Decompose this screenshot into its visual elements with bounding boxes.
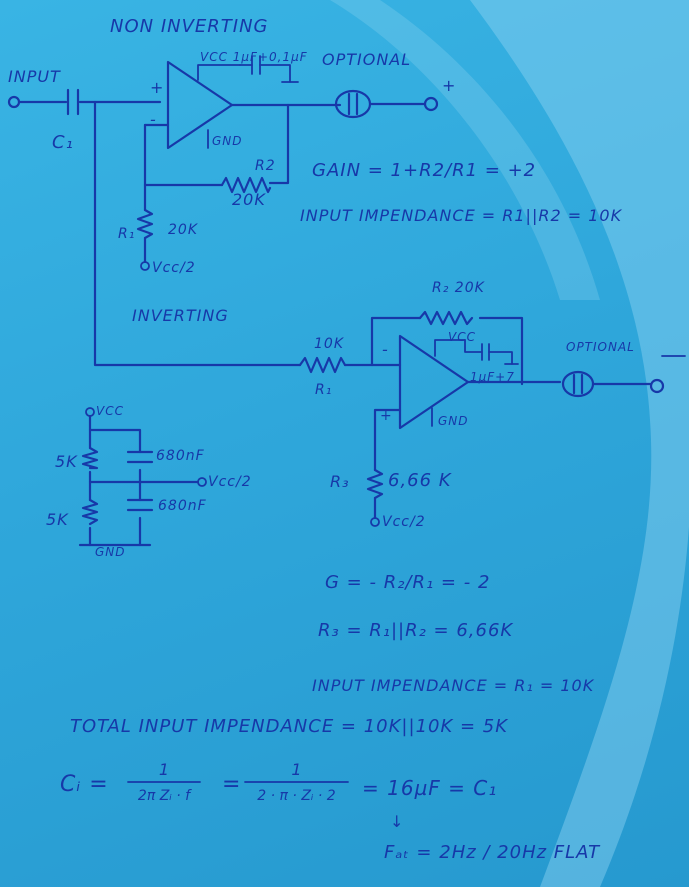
divider-gnd-label: GND <box>95 545 126 559</box>
divider-5k-bottom: 5K <box>46 510 69 529</box>
frac2-numerator: 1 <box>291 760 302 779</box>
gnd-inverting-label: GND <box>438 414 469 428</box>
title-inverting: INVERTING <box>132 306 229 325</box>
total-impedance-formula: TOTAL INPUT IMPENDANCE = 10K||10K = 5K <box>70 716 509 737</box>
divider-vcc-label: VCC <box>96 404 124 418</box>
optional-top-label: OPTIONAL <box>322 50 412 69</box>
output-cap-top <box>334 89 439 119</box>
divider-output-label: Vcc/2 <box>208 474 252 490</box>
vcc2-inverting-label: Vcc/2 <box>382 514 426 530</box>
opamp-inverting <box>398 334 470 430</box>
ci-result: = 16µF = C₁ <box>362 776 498 800</box>
frac1-denominator: 2π Zᵢ · f <box>137 788 191 804</box>
feedback-wiring-inverting <box>370 316 562 472</box>
ci-lhs: Cᵢ = <box>60 772 109 797</box>
gnd-top-label: GND <box>212 134 243 148</box>
vcc-inverting-label: VCC <box>448 330 476 344</box>
r2-inverting-label: R₂ 20K <box>432 280 485 296</box>
r1-inverting-value: 10K <box>314 336 344 352</box>
optional-inverting-label: OPTIONAL <box>566 340 635 354</box>
r2-top-value: 20K <box>232 190 266 209</box>
r1-top-value: 20K <box>168 222 198 238</box>
impedance-noninv-formula: INPUT IMPENDANCE = R1||R2 = 10K <box>300 206 623 225</box>
decoupling-cap-inverting <box>464 339 519 365</box>
vcc2-top-label: Vcc/2 <box>152 260 196 276</box>
output-plus-label: + <box>442 76 457 95</box>
equals-sign: = <box>222 772 242 797</box>
feedback-wiring-top <box>143 64 342 187</box>
capacitor-c1 <box>66 88 80 116</box>
r1-top-label: R₁ <box>118 226 136 242</box>
divider-resistor-bottom <box>81 498 99 526</box>
vcc-cap-top-label: VCC 1µF+0,1µF <box>200 50 308 64</box>
opamp-noninverting <box>166 60 234 150</box>
r3-value: 6,66 K <box>388 470 452 491</box>
resistor-r2-inverting <box>418 310 474 326</box>
gain-inverting-formula: G = - R₂/R₁ = - 2 <box>325 572 491 593</box>
divider-wiring <box>78 407 207 547</box>
r3-label: R₃ <box>330 472 350 491</box>
impedance-inverting-formula: INPUT IMPENDANCE = R₁ = 10K <box>312 676 595 695</box>
r1-inverting-label: R₁ <box>315 382 333 398</box>
frac2-denominator: 2 · π · Zᵢ · 2 <box>257 788 336 804</box>
down-arrow: ↓ <box>390 812 405 831</box>
divider-cap-top <box>126 450 154 464</box>
noninv-plus-pin: + <box>150 78 165 97</box>
noninv-minus-pin: - <box>150 110 157 129</box>
r2-top-label: R2 <box>255 158 276 174</box>
divider-cap-top-label: 680nF <box>156 448 205 464</box>
divider-resistor-top <box>81 446 99 470</box>
divider-cap-bottom <box>126 498 154 512</box>
frac1-numerator: 1 <box>158 760 170 779</box>
divider-5k-top: 5K <box>55 452 78 471</box>
title-noninverting: NON INVERTING <box>110 16 269 37</box>
gain-noninv-formula: GAIN = 1+R2/R1 = +2 <box>312 160 537 181</box>
output-cap-inverting <box>561 355 686 398</box>
decoupling-cap-top <box>239 55 299 83</box>
resistor-r1-top <box>136 183 154 271</box>
link-wire <box>93 100 302 367</box>
input-label: INPUT <box>8 67 61 86</box>
input-terminal <box>7 95 21 109</box>
resistor-r1-inverting <box>298 356 402 374</box>
cap-inverting-label: 1µF+7 <box>470 370 515 384</box>
r3-formula: R₃ = R₁||R₂ = 6,66K <box>318 620 514 641</box>
c1-label: C₁ <box>52 132 74 153</box>
inv-plus-pin: + <box>380 408 393 424</box>
cutoff-frequency-note: Fₐₜ = 2Hz / 20Hz FLAT <box>384 842 601 863</box>
inv-minus-pin: - <box>382 340 389 359</box>
resistor-r2-top <box>220 176 272 194</box>
resistor-r3 <box>366 468 384 527</box>
divider-cap-bottom-label: 680nF <box>158 498 207 514</box>
